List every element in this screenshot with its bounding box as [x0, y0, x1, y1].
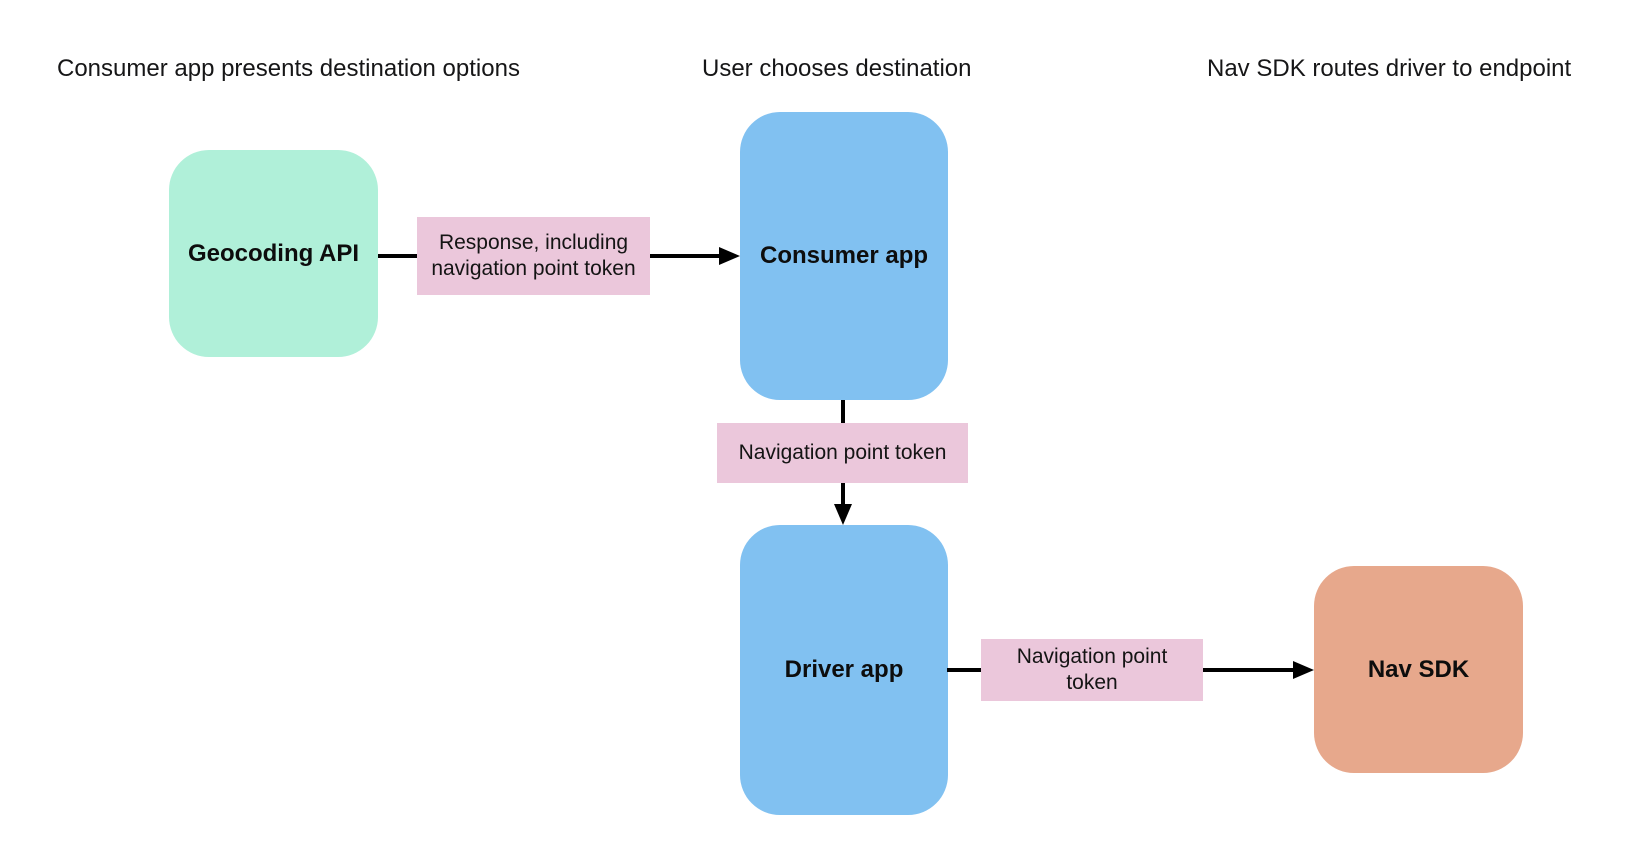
node-geocoding-api: Geocoding API [169, 150, 378, 357]
stage-title-nav-sdk-routes: Nav SDK routes driver to endpoint [1207, 55, 1572, 82]
node-driver-app-label: Driver app [784, 656, 904, 683]
node-consumer-app: Consumer app [740, 112, 948, 400]
arrowhead-right-icon [719, 247, 740, 265]
edge-geocoding-to-consumer-shaft-right [650, 254, 722, 258]
node-consumer-app-label: Consumer app [759, 242, 929, 269]
node-nav-sdk: Nav SDK [1314, 566, 1523, 773]
arrowhead-right-icon [1293, 661, 1314, 679]
node-nav-sdk-label: Nav SDK [1367, 655, 1470, 683]
arrowhead-down-icon [834, 504, 852, 525]
node-geocoding-api-label: Geocoding API [187, 239, 360, 267]
edge-label-navigation-point-token-horizontal: Navigation point token [981, 639, 1203, 701]
edge-consumer-to-driver-shaft-bottom [841, 483, 845, 506]
node-driver-app: Driver app [740, 525, 948, 815]
edge-driver-to-navsdk-shaft-left [947, 668, 981, 672]
edge-geocoding-to-consumer-shaft-left [378, 254, 417, 258]
edge-label-response-including-token: Response, including navigation point tok… [417, 217, 650, 295]
stage-title-consumer-presents: Consumer app presents destination option… [57, 55, 520, 82]
stage-title-user-chooses: User chooses destination [702, 55, 972, 82]
edge-driver-to-navsdk-shaft-right [1203, 668, 1294, 672]
edge-label-navigation-point-token-vertical: Navigation point token [717, 423, 968, 483]
edge-consumer-to-driver-shaft-top [841, 400, 845, 423]
